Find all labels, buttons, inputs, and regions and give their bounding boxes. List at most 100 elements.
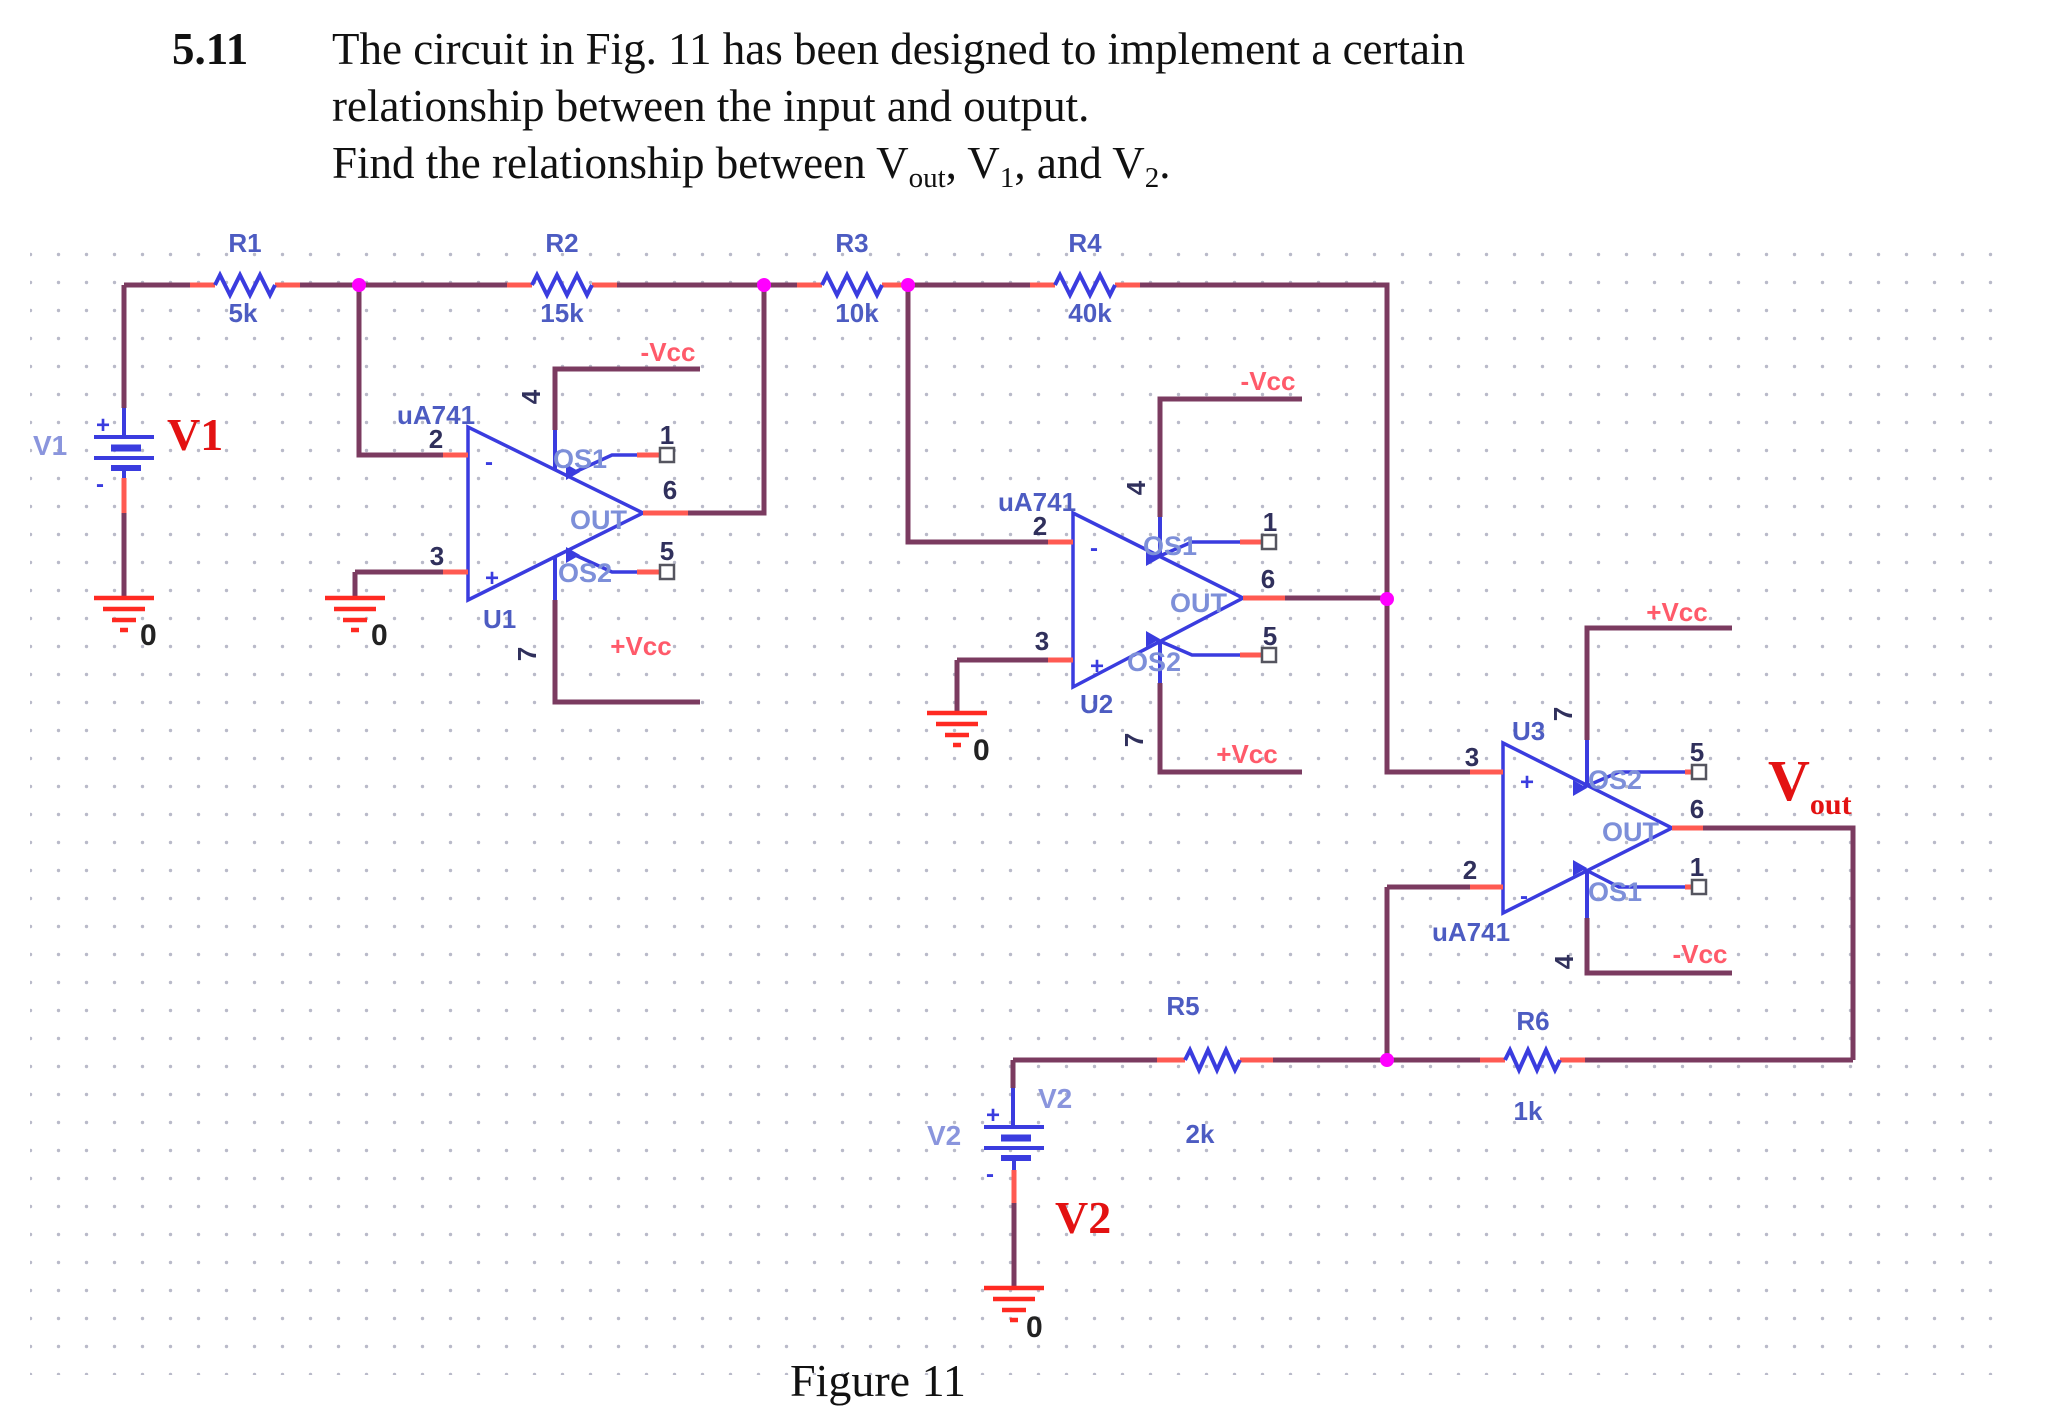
battery-icon <box>94 435 154 471</box>
resistor-value: 1k <box>1514 1096 1543 1126</box>
source-V1: + - V1 V1 0 <box>33 408 223 652</box>
junction-dot <box>1380 1053 1394 1067</box>
junction-dot <box>1380 592 1394 606</box>
ground-icon <box>984 1285 1044 1323</box>
opamp-ref: U3 <box>1512 716 1545 746</box>
inverting-marker: - <box>1090 535 1098 562</box>
junction-dot <box>757 278 771 292</box>
noninverting-marker: + <box>1520 769 1534 796</box>
pin-vplus: 7 <box>512 647 542 661</box>
wire-u2-vplus-rail <box>1157 683 1302 775</box>
resistor-value: 2k <box>1186 1119 1215 1149</box>
resistor-value: 40k <box>1068 298 1112 328</box>
ground-icon <box>325 595 385 633</box>
pin-vminus: 4 <box>1121 480 1151 495</box>
resistor-value: 5k <box>229 298 258 328</box>
vplus-rail-label: +Vcc <box>610 631 671 661</box>
resistor-name: R2 <box>545 228 578 258</box>
opamp-leads <box>1048 539 1285 663</box>
minus-sign: - <box>96 471 104 498</box>
ground-label: 0 <box>371 619 388 652</box>
resistor-name: R5 <box>1166 991 1199 1021</box>
problem-line3: Find the relationship between Vout, V1, … <box>332 138 1170 194</box>
junction-dot <box>901 278 915 292</box>
wire-u3-inv-to-r5r6 <box>1384 884 1470 1060</box>
pin-inverting: 2 <box>429 424 443 454</box>
battery-icon <box>984 1125 1044 1161</box>
figure-caption: Figure 11 <box>790 1355 966 1406</box>
opamp-leads <box>443 452 688 575</box>
opamp-chip-label: uA741 <box>1432 917 1510 947</box>
pin-vminus: 4 <box>516 389 546 404</box>
pin-inverting: 2 <box>1033 511 1047 541</box>
source-V2: + - V2 V2 V2 0 <box>927 1083 1111 1344</box>
resistor-symbol <box>530 270 594 300</box>
offset-pin-lines <box>574 453 637 574</box>
os1-label: OS1 <box>1143 531 1197 561</box>
op-amp-U1: uA741 U1 2 3 - + OS1 OUT OS2 1 6 5 4 7 -… <box>325 337 695 661</box>
resistor-name: R4 <box>1068 228 1102 258</box>
pin-inverting: 2 <box>1463 855 1477 885</box>
vminus-rail-label: -Vcc <box>1673 939 1728 969</box>
ground-label: 0 <box>1026 1311 1043 1344</box>
resistor-symbol <box>213 270 277 300</box>
os1-wedge-icon <box>566 464 580 480</box>
wire-u1-vplus-rail <box>552 600 700 705</box>
vplus-rail-label: +Vcc <box>1216 739 1277 769</box>
wire-u1-vminus-rail <box>552 366 700 430</box>
source-red-label: V2 <box>1055 1192 1111 1243</box>
offset-pin-lines <box>1154 540 1240 657</box>
wires <box>121 282 1856 1288</box>
os2-label: OS2 <box>558 558 612 588</box>
os2-wedge-icon <box>1146 631 1160 647</box>
pin-noninverting: 3 <box>430 541 444 571</box>
wire-u3-vminus-rail <box>1584 918 1732 976</box>
op-amp-U2: uA741 U2 2 3 - + OS1 OUT OS2 1 6 5 4 7 -… <box>927 366 1295 769</box>
resistor-value: 10k <box>835 298 879 328</box>
wire-r4-to-u3-noninv <box>1140 282 1470 775</box>
os1-pad-icon <box>1690 878 1708 896</box>
os2-wedge-icon <box>566 547 580 563</box>
opamp-chip-label: uA741 <box>397 400 475 430</box>
ground-icon <box>94 595 154 633</box>
os2-pad-icon <box>658 563 676 581</box>
inverting-marker: - <box>485 449 493 476</box>
problem-line2: relationship between the input and outpu… <box>332 81 1089 131</box>
wire-junction3-to-u2-inv <box>905 285 1048 545</box>
pin-out: 6 <box>663 475 677 505</box>
pin-vplus: 7 <box>1548 707 1578 721</box>
pin-os2: 5 <box>1263 621 1277 651</box>
ground-label: 0 <box>973 734 990 767</box>
plus-sign: + <box>96 412 110 439</box>
resistor-R1: R1 5k <box>190 228 300 328</box>
resistor-name: R1 <box>228 228 261 258</box>
schematic-grid <box>30 240 2016 1375</box>
opamp-ref: U2 <box>1080 689 1113 719</box>
resistor-R2: R2 15k <box>507 228 617 328</box>
out-label: OUT <box>1170 588 1228 618</box>
os1-label: OS1 <box>1588 877 1642 907</box>
vminus-rail-label: -Vcc <box>1241 366 1296 396</box>
resistor-symbol <box>1503 1045 1562 1075</box>
ground-label: 0 <box>140 619 157 652</box>
os1-wedge-icon <box>1573 860 1587 876</box>
ground-icon <box>927 710 987 748</box>
op-amp-U3: U3 uA741 3 2 + - OS2 OUT OS1 5 6 1 7 4 +… <box>1432 597 1727 969</box>
noninverting-marker: + <box>1090 653 1104 680</box>
resistor-name: R6 <box>1516 1006 1549 1036</box>
wire-u1-out-feedback <box>688 285 767 516</box>
source-red-label: V1 <box>167 409 223 460</box>
problem-statement: 5.11 The circuit in Fig. 11 has been des… <box>172 24 1465 194</box>
plus-sign: + <box>986 1102 1000 1129</box>
wire-u3-out-to-r6 <box>1703 825 1856 1060</box>
opamp-chip-label: uA741 <box>998 487 1076 517</box>
resistor-value: 15k <box>540 298 584 328</box>
os2-pad-icon <box>1260 646 1278 664</box>
wire-u2-vminus-rail <box>1157 396 1302 517</box>
junction-dots <box>352 278 1394 1067</box>
minus-sign: - <box>986 1161 994 1188</box>
os1-pad-icon <box>658 446 676 464</box>
wire-u1-noninv-to-ground <box>352 569 443 598</box>
